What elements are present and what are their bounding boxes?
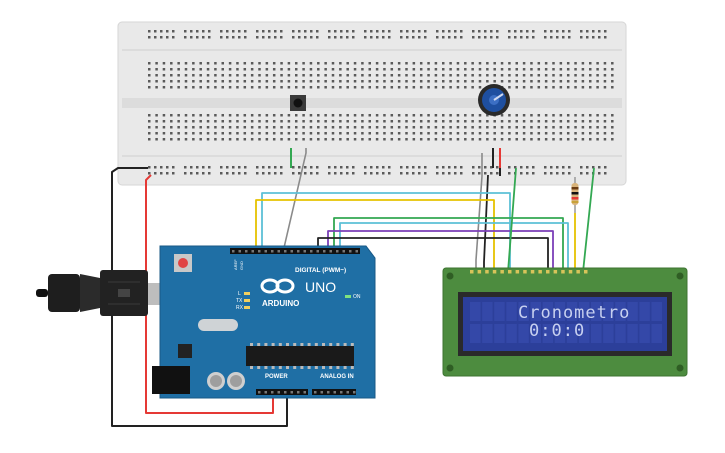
wire-5v-red <box>145 174 274 414</box>
tx-led-label: TX <box>236 298 243 304</box>
resistor <box>571 177 579 213</box>
wire-green-1 <box>333 217 564 272</box>
wire-black-1 <box>317 237 549 272</box>
wire-button-gray <box>282 148 307 253</box>
gnd-pin-label: GND <box>239 261 244 270</box>
power-jack <box>152 366 190 394</box>
digital-label: DIGITAL (PWM~) <box>295 267 346 274</box>
header-pins <box>232 250 358 394</box>
reset-button[interactable] <box>178 258 188 268</box>
rx-led-label: RX <box>236 305 244 311</box>
wire-lcd-green-b <box>582 167 595 273</box>
lcd-module: Cronometro 0:0:0 <box>442 267 688 377</box>
wires <box>111 148 595 427</box>
lcd-character-cells <box>470 302 662 343</box>
arduino-uno-board: UNO ARDUINO DIGITAL (PWM~) POWER ANALOG … <box>152 245 376 399</box>
l-led-label: L <box>238 291 241 297</box>
aref-label: AREF <box>233 259 238 270</box>
arduino-logo-icon <box>260 278 295 294</box>
potentiometer[interactable] <box>478 84 510 116</box>
breadboard <box>117 21 627 186</box>
lcd-line-1: Cronometro <box>518 303 630 323</box>
wire-cyan-1 <box>261 192 511 272</box>
breadboard-holes <box>148 30 614 175</box>
on-label: ON <box>353 294 361 300</box>
usb-cable <box>36 270 176 316</box>
uno-label: UNO <box>305 279 336 295</box>
power-header <box>256 389 308 395</box>
power-label: POWER <box>265 374 288 380</box>
wire-purple-1 <box>327 230 554 272</box>
chip-pins <box>250 343 354 369</box>
lcd-line-2: 0:0:0 <box>529 321 585 341</box>
atmega-chip <box>246 346 354 366</box>
digital-header <box>230 248 360 254</box>
arduino-brand: ARDUINO <box>262 299 299 308</box>
wire-lcd-green-a <box>507 167 517 273</box>
wire-yellow-1 <box>255 199 495 272</box>
lcd-pins <box>470 270 588 274</box>
push-button[interactable] <box>290 95 306 111</box>
analog-label: ANALOG IN <box>320 374 354 380</box>
